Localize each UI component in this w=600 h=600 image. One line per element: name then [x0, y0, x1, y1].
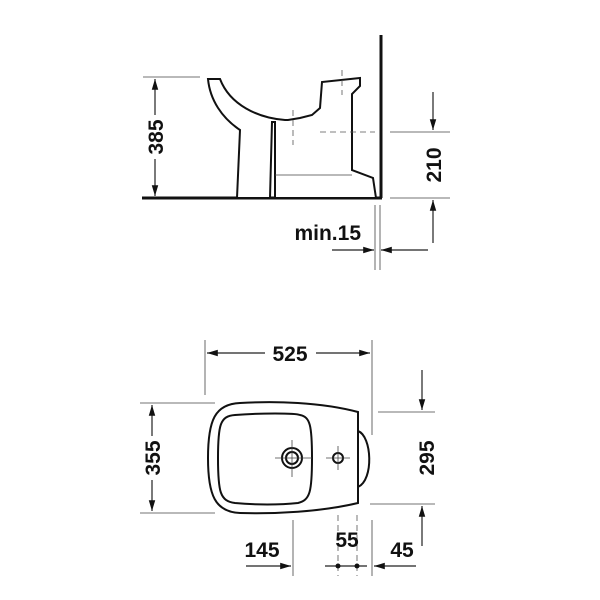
- dimension-385-label: 385: [145, 119, 168, 154]
- dimension-525-label: 525: [272, 343, 307, 366]
- bidet-top-outline: [206, 401, 371, 515]
- side-view: 385 210 min.15: [142, 35, 450, 270]
- bidet-side-profile: [206, 70, 378, 199]
- dimension-210-label: 210: [423, 147, 446, 182]
- top-view: 525 355 295 145 55: [140, 340, 439, 576]
- dimension-55-label: 55: [335, 529, 359, 552]
- dimension-145-label: 145: [244, 539, 279, 562]
- dimension-355-label: 355: [142, 440, 165, 475]
- dimension-45-label: 45: [390, 539, 414, 562]
- dimension-295-label: 295: [416, 440, 439, 475]
- dimension-min15-label: min.15: [294, 222, 361, 245]
